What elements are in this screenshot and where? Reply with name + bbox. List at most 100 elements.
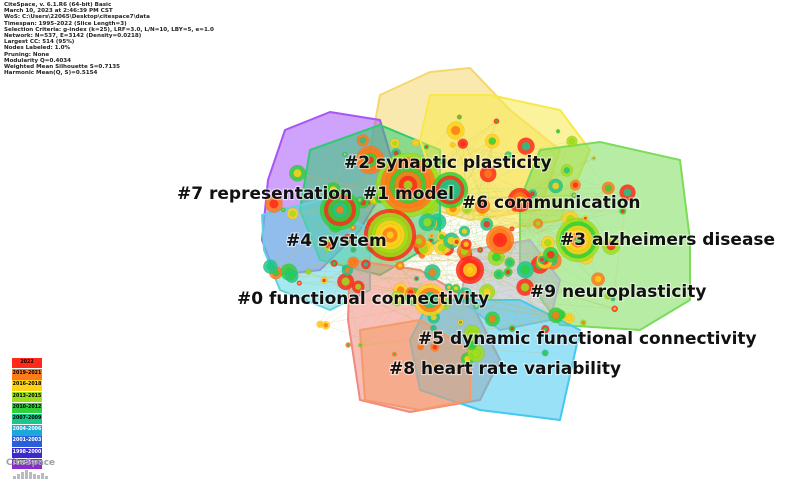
network-edge	[360, 328, 546, 346]
cluster-label-communication[interactable]: #6 communication	[461, 192, 642, 214]
network-node	[555, 129, 561, 134]
legend-item: 2022	[12, 358, 42, 369]
network-node	[566, 135, 578, 147]
network-node	[542, 246, 559, 263]
network-node	[493, 269, 504, 280]
network-node	[424, 264, 441, 281]
legend-item: 2007-2009	[12, 413, 42, 425]
network-edge	[325, 325, 436, 366]
network-edge	[299, 282, 615, 310]
network-node	[571, 192, 578, 199]
network-node	[350, 246, 357, 253]
network-node	[451, 283, 461, 293]
network-node	[418, 213, 437, 232]
cluster-label-heart-rate-variability[interactable]: #8 heart rate variability	[388, 358, 622, 380]
network-edge	[455, 195, 575, 242]
network-node	[532, 218, 544, 229]
network-node	[611, 305, 619, 313]
network-node	[458, 225, 471, 237]
cluster-label-dynamic-functional-connectivity[interactable]: #5 dynamic functional connectivity	[417, 328, 758, 350]
network-edge	[482, 205, 546, 330]
network-edge	[324, 280, 472, 345]
network-node	[375, 152, 441, 218]
network-node	[537, 255, 546, 264]
network-node	[605, 292, 613, 299]
info-line: Pruning: None	[4, 51, 50, 58]
network-node	[555, 217, 601, 263]
network-node	[264, 194, 283, 213]
network-edge	[433, 192, 628, 329]
network-edge	[325, 244, 467, 326]
cluster-label-functional-connectivity[interactable]: #0 functional connectivity	[236, 288, 490, 310]
network-node	[391, 351, 397, 357]
network-edge	[288, 269, 526, 273]
logo-skyline-icon	[6, 469, 54, 479]
network-edge	[400, 274, 499, 291]
network-node	[504, 257, 516, 268]
network-node	[430, 324, 437, 332]
network-node	[560, 164, 574, 177]
network-node	[321, 321, 331, 330]
network-edge	[270, 140, 493, 267]
info-line: WoS: C:\Users\22065\Desktop\citespace7\d…	[4, 14, 150, 21]
network-edge	[306, 227, 353, 242]
network-node	[463, 324, 481, 342]
network-edge	[452, 144, 609, 189]
network-node	[493, 118, 500, 125]
legend-item: 2013-2015	[12, 391, 42, 402]
network-node	[563, 312, 575, 324]
network-node	[540, 235, 555, 250]
network-node	[569, 179, 581, 191]
network-node	[389, 290, 406, 307]
network-edge	[324, 280, 584, 323]
network-edge	[308, 271, 434, 329]
network-node	[357, 342, 363, 348]
network-node	[320, 276, 328, 285]
network-node	[457, 138, 469, 149]
cluster-label-model[interactable]: #1 model	[362, 183, 455, 205]
network-node	[296, 280, 302, 286]
cluster-label-neuroplasticity[interactable]: #9 neuroplasticity	[529, 281, 708, 303]
network-node	[457, 287, 473, 303]
network-node	[285, 269, 299, 283]
info-line: March 10, 2023 at 2:46:39 PM CST	[4, 8, 113, 15]
legend-item: 2004-2006	[12, 425, 42, 436]
cluster-label-representation[interactable]: #7 representation	[176, 183, 353, 205]
network-node	[591, 272, 605, 287]
info-line: Nodes Labeled: 1.0%	[4, 45, 71, 52]
network-node	[347, 256, 360, 269]
network-node	[280, 207, 286, 213]
network-node	[351, 280, 365, 294]
network-edge	[537, 223, 546, 330]
network-edge	[420, 287, 526, 348]
network-node	[428, 233, 435, 239]
cluster-label-synaptic-plasticity[interactable]: #2 synaptic plasticity	[343, 152, 553, 174]
network-node	[477, 246, 484, 253]
network-edge	[344, 267, 562, 315]
network-node	[456, 114, 462, 120]
network-node	[434, 239, 450, 256]
network-node	[305, 268, 312, 275]
info-line: CiteSpace, v. 6.1.R6 (64-bit) Basic	[4, 2, 112, 8]
legend-item: 1998-2000	[12, 447, 42, 458]
network-edge	[444, 302, 513, 329]
network-node	[413, 275, 420, 282]
network-node	[341, 264, 354, 276]
network-edge	[352, 143, 396, 228]
network-node	[580, 319, 587, 326]
network-node	[516, 278, 534, 296]
network-edge	[347, 260, 553, 271]
network-node	[541, 349, 549, 357]
legend-item: 2019-2021	[12, 369, 42, 380]
network-edge	[434, 346, 546, 354]
cluster-label-system[interactable]: #4 system	[285, 230, 388, 252]
network-node	[342, 151, 348, 158]
network-node	[455, 255, 485, 285]
network-edge	[451, 170, 567, 241]
cluster-label-alzheimers-disease[interactable]: #3 alzheimers disease	[559, 229, 776, 251]
network-node	[619, 207, 627, 215]
network-node	[437, 156, 448, 167]
network-node	[474, 198, 491, 214]
